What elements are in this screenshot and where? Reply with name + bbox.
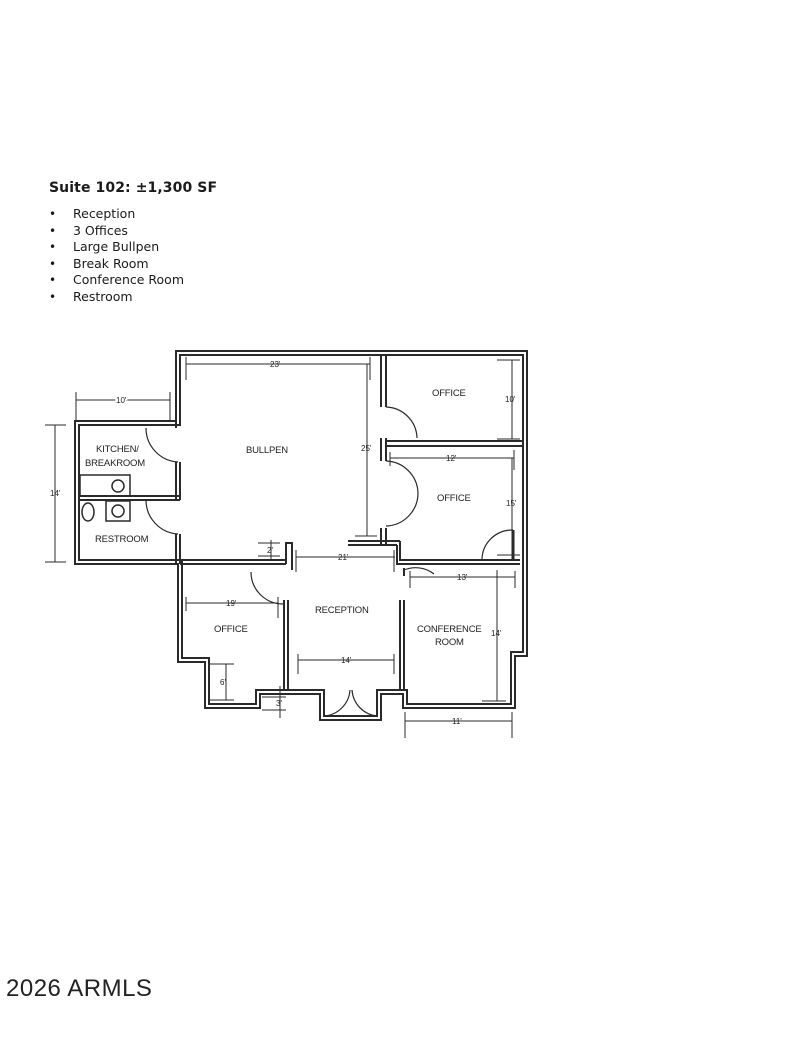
dim-kitchen-width: 10' [116,396,127,405]
dim-reception-bottom: 14' [341,656,352,665]
listing-title: Suite 102: ±1,300 SF [49,180,218,196]
room-label-conference-2: ROOM [435,637,464,648]
restroom-sink-icon [111,504,125,518]
feature-item: •Break Room [49,255,149,271]
room-label-office-mid: OFFICE [437,493,471,504]
room-label-office-bl: OFFICE [214,624,248,635]
feature-item: •Large Bullpen [49,239,160,255]
bullet-icon: • [49,273,57,288]
dim-office-mid-width: 12' [446,454,457,463]
svg-text:10': 10' [116,396,127,405]
copyright-watermark: 2026 ARMLS [6,975,153,1002]
room-label-kitchen-2: BREAKROOM [85,458,145,469]
dim-entry-step: 3' [276,699,282,708]
bullet-icon: • [49,289,57,304]
room-label-reception: RECEPTION [315,605,369,616]
bullet-icon: • [49,256,57,271]
feature-item: •Conference Room [49,272,184,288]
dim-reception-top: 21' [338,553,349,562]
kitchen-counter [79,474,131,497]
bullet-icon: • [49,223,57,238]
room-label-restroom: RESTROOM [95,534,149,545]
dimension-labels: 10' 10' 14' 23' 25' 10' 12' 15' 2' 21' 1… [50,360,517,726]
room-label-kitchen: KITCHEN/ [96,444,139,455]
toilet-icon [81,502,95,522]
dim-conference-width-bottom: 11' [452,717,462,726]
room-label-office-top: OFFICE [432,388,466,399]
dim-office-mid-depth: 15' [506,499,517,508]
feature-item: •Restroom [49,288,133,304]
restroom-vanity [105,500,131,522]
bullet-icon: • [49,240,57,255]
dimension-lines [45,357,520,738]
feature-item: •3 Offices [49,222,128,238]
dim-office-top-depth: 10' [505,395,516,404]
dim-bullpen-width: 23' [270,360,281,369]
dim-office-bl-width: 19' [226,599,237,608]
dim-office-bl-step: 6' [220,678,226,687]
dim-west-height: 14' [50,489,61,498]
dim-conference-depth: 14' [491,629,502,638]
walls [74,350,528,721]
door-swings [145,406,514,717]
room-label-conference: CONFERENCE [417,624,482,635]
feature-item: •Reception [49,206,136,221]
dim-conference-width-top: 13' [457,573,468,582]
bullet-icon: • [49,207,57,221]
fixtures [79,474,131,522]
feature-list: •Reception •3 Offices •Large Bullpen •Br… [49,206,184,306]
dim-bullpen-depth: 25' [361,444,372,453]
kitchen-sink-icon [111,479,125,493]
dim-step-2: 2' [267,546,273,555]
room-label-bullpen: BULLPEN [246,445,288,456]
